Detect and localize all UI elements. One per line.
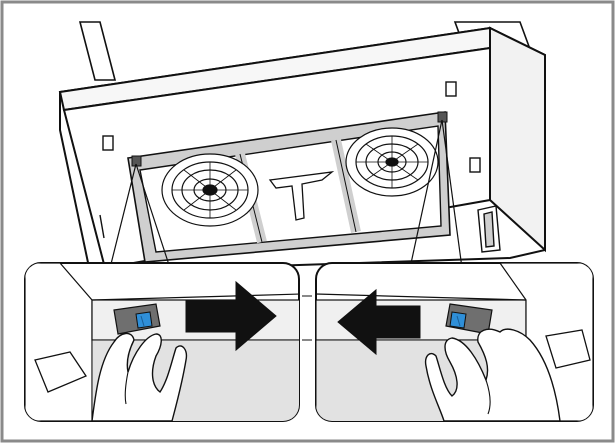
arrow-left-icon [337,288,421,356]
callout-lines [109,119,463,269]
panel-gap-marks [302,295,312,341]
hood-side-controls [477,205,501,253]
arrow-right-icon [185,280,277,352]
fan-left [161,153,259,227]
detail-panel-left [24,262,300,422]
detail-panel-right [315,262,594,422]
center-bracket [268,171,335,221]
hood-clips [102,81,481,173]
fan-right [345,127,439,197]
